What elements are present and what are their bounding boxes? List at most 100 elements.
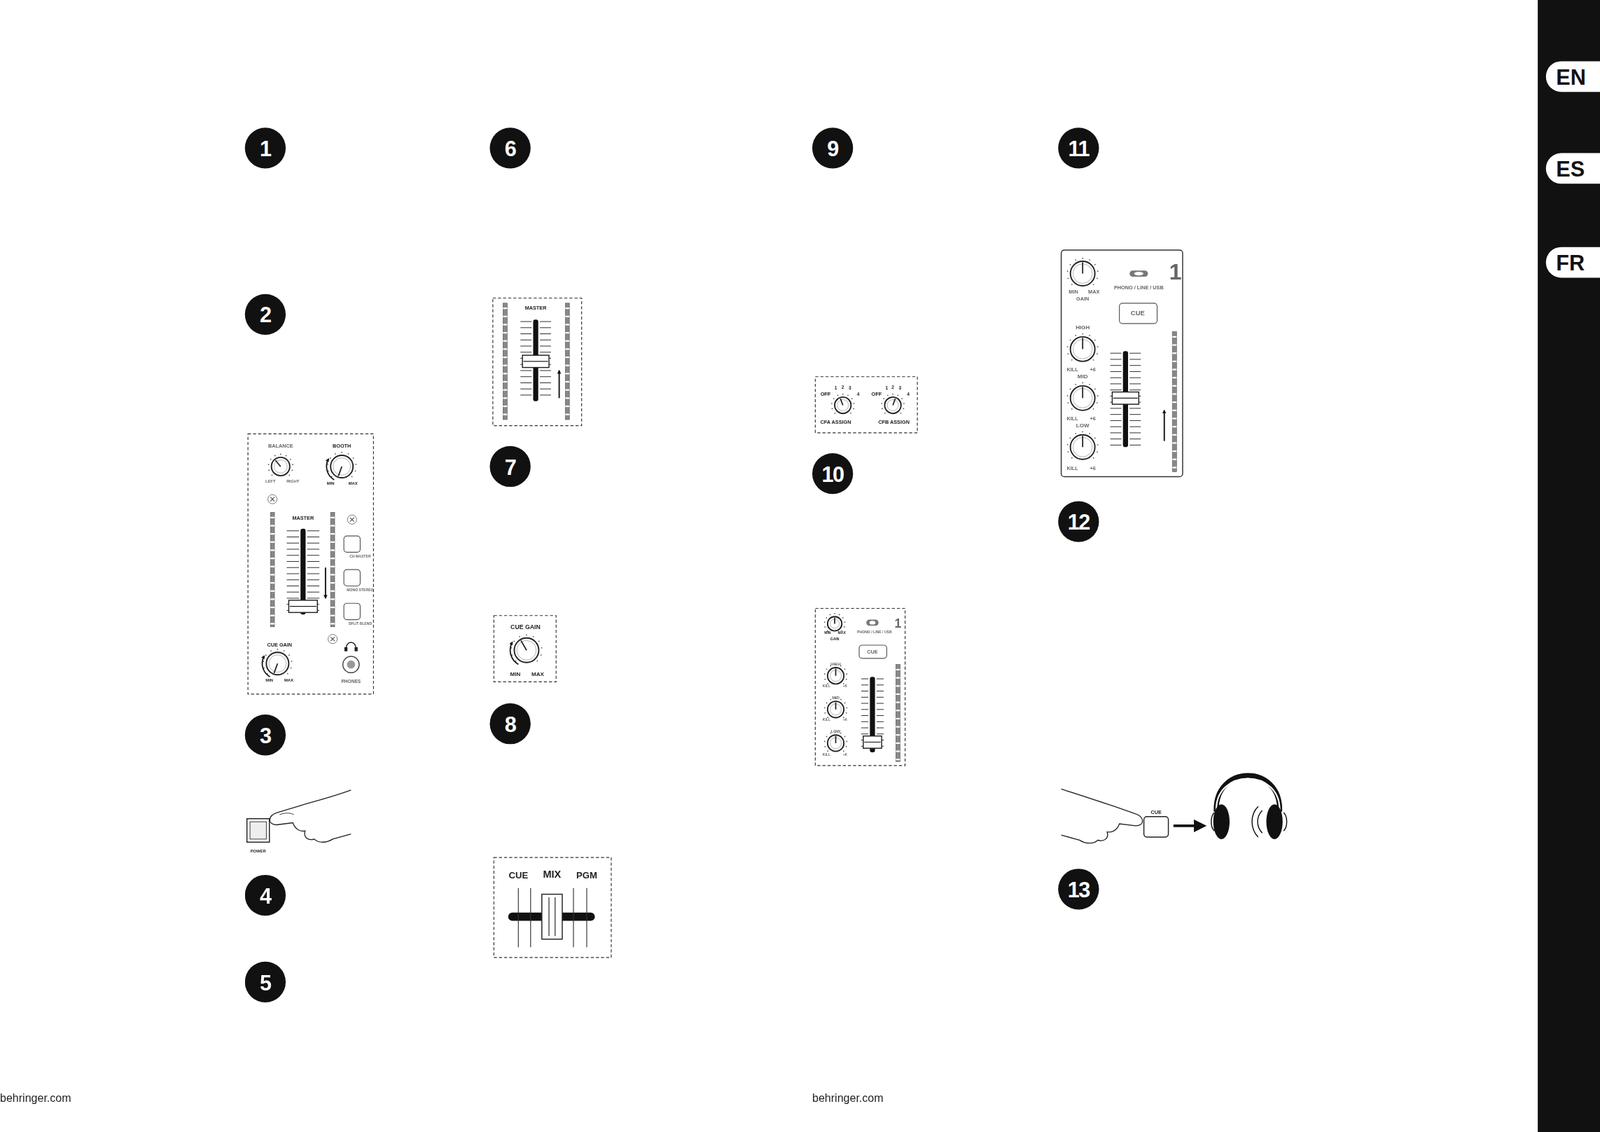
fader-tick [286,579,299,580]
knob-dot [334,453,337,455]
meter-gap [1172,425,1177,428]
knob [510,634,542,663]
knob-dot [271,474,274,476]
panel-label: 1 [834,386,838,392]
fader-tick [520,369,532,371]
knob-dot [824,745,826,748]
fader-cap [1111,392,1139,405]
knob-dot [1094,339,1096,342]
knob-dot [1074,432,1077,435]
panel-label: CUE [1150,809,1161,815]
fader-tick [539,394,552,395]
knob-body [513,637,539,663]
panel-label: MIN [265,678,274,683]
callout-number: 9 [812,127,853,169]
fader-tick [307,572,320,574]
knob-body [827,700,844,718]
callout-number: 3 [259,724,271,746]
meter-gap [330,532,335,535]
fader-tick [286,542,299,544]
language-tab: FR [1546,247,1600,278]
fader-tick [520,345,532,347]
knob-dot [903,402,905,405]
fader-tick [539,333,552,335]
level-meter [330,512,335,627]
knob-dot [1074,259,1077,261]
fader [1110,350,1142,447]
panel-label: KILL [1066,465,1078,471]
knob [824,612,846,632]
panel-label: MIN [1068,289,1078,295]
panel-label: 4 [857,392,860,398]
panel-label: CUE GAIN [510,623,541,630]
fader-tick [1110,364,1122,366]
meter-gap [565,348,570,350]
knob-dot [837,394,839,396]
knob-pointer [835,735,837,743]
knob-body [266,651,289,675]
web-address: behringer.com [812,1092,884,1104]
knob-dot [1074,334,1077,337]
fader-tick [861,703,869,704]
knob-dot [532,635,535,638]
panel-label: MAX [284,678,294,683]
fader-tick [1129,364,1141,366]
knob-dot [829,614,832,616]
arrow [1173,824,1205,827]
fader-tick [286,572,299,574]
led [1129,270,1148,277]
panel-label: KILL [822,684,831,689]
panel-label: MID [831,696,840,701]
x-mark [328,634,338,644]
knob-dot [824,712,826,714]
callout-number: 8 [489,703,531,744]
knob [824,663,848,685]
meter-gap [895,725,900,727]
fader-tick [1129,444,1141,446]
knob-dot [829,698,832,701]
dashed-frame [815,608,905,766]
knob-dot [833,397,835,400]
meter-gap [502,405,507,407]
knob-dot [845,740,848,743]
panel-label: GAIN [830,637,840,642]
meter-gap [270,590,275,592]
sound-wave [1211,812,1215,831]
knob-dot [843,749,845,752]
fader-tick [307,548,320,550]
knob-dot [840,698,842,701]
knob-dot [341,451,343,454]
panel-label: CH MASTER [349,555,371,559]
fader-tick [861,678,869,680]
headphone-icon [354,647,358,652]
knob-dot [1093,359,1095,361]
knob-pointer [1081,337,1084,349]
callout-number: 5 [259,971,271,993]
fader-tick [876,684,884,685]
knob-dot [853,402,855,405]
fader-tick [1110,352,1122,354]
meter-gap [895,693,900,695]
knob-dot [1081,333,1084,335]
x-mark [268,494,278,504]
knob-dot [291,469,294,472]
fader-tick [1129,438,1141,440]
button [343,602,360,619]
knob-dot [329,457,332,459]
knob [1067,382,1099,411]
knob-dot [538,640,540,643]
panel-label: CUE [866,649,878,655]
meter-gap [330,581,335,584]
knob-body [1070,261,1096,286]
direction-arrow [558,370,561,398]
meter-gap [565,413,570,416]
knob-dot [847,394,849,396]
fader-tick [1110,371,1122,372]
knob-dot [824,706,826,708]
panel-label: PHONO / LINE / USB [1114,284,1164,290]
fader [861,676,884,753]
knob-dot [1081,431,1084,433]
knob-dot [843,682,845,685]
panel-label: MIN [824,631,831,636]
level-meter [1172,331,1177,472]
